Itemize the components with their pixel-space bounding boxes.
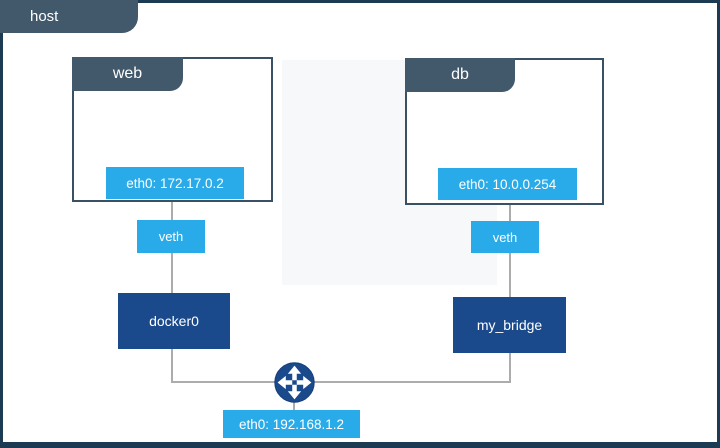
veth-db-label: veth [492, 229, 518, 245]
host-frame-bottom [0, 442, 720, 448]
veth-node-web: veth [137, 220, 205, 253]
host-label-tab: host [0, 0, 138, 33]
my-bridge-label: my_bridge [476, 317, 543, 333]
web-ip-label: eth0: 172.17.0.2 [126, 175, 224, 191]
bridge-node-docker0: docker0 [118, 293, 230, 349]
connector-veth-to-docker0 [171, 253, 173, 293]
veth-web-label: veth [158, 229, 184, 244]
docker0-label: docker0 [149, 313, 199, 329]
host-frame-top [0, 0, 720, 3]
connector-docker0-to-bus [171, 349, 173, 383]
router-icon [274, 362, 315, 403]
container-db: db eth0: 10.0.0.254 [405, 58, 604, 205]
connector-veth-to-my-bridge [509, 253, 511, 297]
connector-my-bridge-to-bus [509, 353, 511, 383]
host-frame-left [0, 0, 3, 448]
host-frame-right [717, 0, 720, 448]
host-ip-badge: eth0: 192.168.1.2 [223, 410, 360, 438]
container-db-label: db [451, 66, 469, 83]
container-db-tab: db [405, 58, 515, 92]
bridge-node-my-bridge: my_bridge [453, 297, 566, 353]
connector-horizontal-bus [171, 381, 511, 383]
connector-router-to-ip [293, 402, 295, 411]
veth-node-db: veth [471, 221, 539, 253]
web-ip-badge: eth0: 172.17.0.2 [106, 167, 244, 199]
container-web-label: web [112, 65, 143, 82]
connector-web-to-veth [171, 202, 173, 220]
container-web-tab: web [72, 57, 183, 91]
container-web: web eth0: 172.17.0.2 [72, 57, 273, 202]
db-ip-badge: eth0: 10.0.0.254 [438, 168, 577, 200]
db-ip-label: eth0: 10.0.0.254 [458, 176, 557, 192]
host-label: host [30, 8, 59, 25]
host-ip-label: eth0: 192.168.1.2 [238, 416, 345, 432]
connector-db-to-veth [509, 205, 511, 221]
